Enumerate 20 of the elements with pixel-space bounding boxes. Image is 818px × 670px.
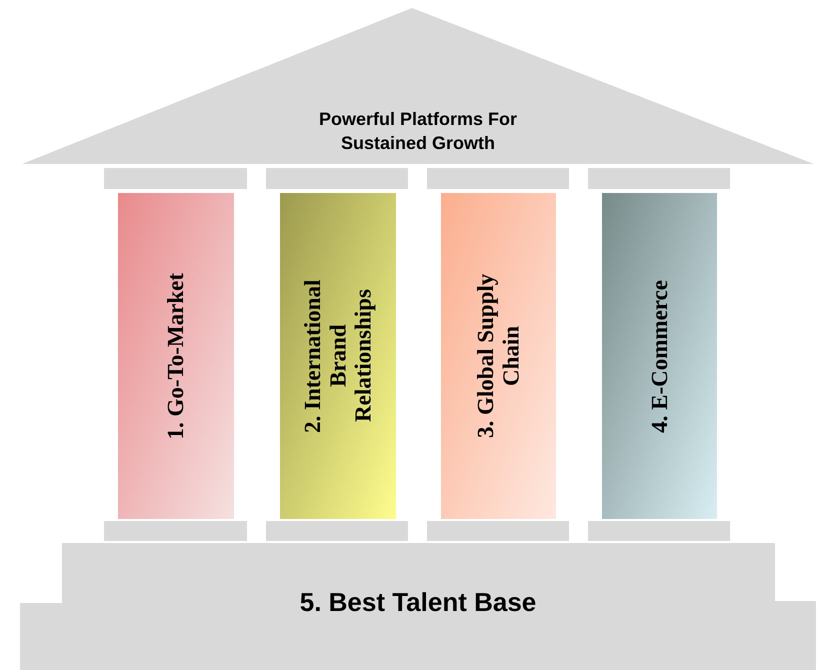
plinth-slab (427, 521, 569, 541)
pillar-label: 1. Go-To-Market (163, 272, 189, 440)
pillar-column (118, 193, 234, 519)
pillar-column (602, 193, 717, 519)
pillar-column (280, 193, 396, 519)
plinth-slab (588, 521, 730, 541)
step-base (20, 543, 816, 670)
capital-slab (266, 168, 408, 189)
pillar-column (441, 193, 556, 519)
plinth-slab (104, 521, 247, 541)
capital-slab (588, 168, 730, 189)
plinth-slab (266, 521, 408, 541)
roof-triangle (22, 8, 814, 164)
pillar-label: 4. E-Commerce (646, 280, 672, 432)
roof-title: Powerful Platforms For Sustained Growth (318, 108, 518, 155)
capital-slab (427, 168, 569, 189)
capital-slab (104, 168, 247, 189)
pillar-label: 3. Global Supply Chain (473, 272, 524, 440)
base-label: 5. Best Talent Base (300, 587, 536, 618)
pillar-label: 2. International Brand Relationships (300, 278, 376, 435)
